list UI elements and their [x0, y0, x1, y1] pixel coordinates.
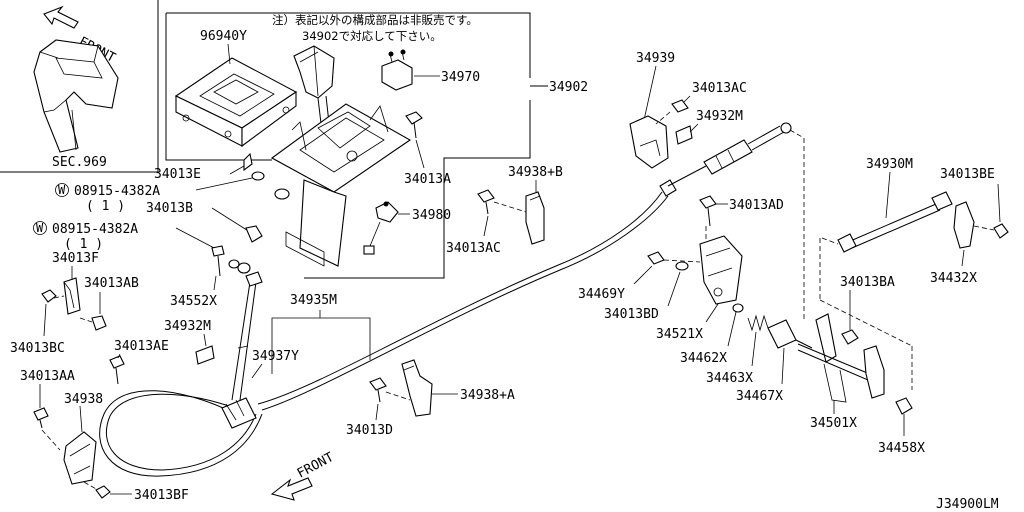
note-line-1: 注）表記以外の構成部品は非販売です。 [272, 13, 478, 27]
bracket-34938-part [63, 431, 97, 485]
label-34980: 34980 [412, 208, 451, 223]
label-34938b: 34938+B [508, 165, 563, 180]
control-cable-34935m-part [99, 191, 669, 477]
sec-969-label: SEC.969 [52, 155, 107, 170]
bolt-34013aa-icon [33, 407, 49, 429]
bracket-34939-part [629, 115, 669, 169]
clip-34013e-icon [243, 152, 253, 172]
label-34013ab: 34013AB [84, 276, 139, 291]
bracket-34938b-part [525, 191, 545, 245]
bolt-34013a-icon [405, 111, 423, 139]
qty-08915-lower: ( 1 ) [64, 237, 103, 252]
nut-34013bf-icon [95, 485, 111, 499]
washer-symbol-lower-icon [33, 221, 47, 235]
nut-34013be-icon [993, 223, 1009, 239]
bolt-34013ac-mid-icon [477, 189, 495, 215]
bracket-34432x-part [953, 201, 975, 249]
bracket-34521x-part [699, 235, 743, 305]
label-34013aa: 34013AA [20, 369, 75, 384]
bracket-34938a-part [401, 359, 433, 417]
front-arrow-top-icon [43, 5, 79, 29]
label-34930m: 34930M [866, 157, 913, 172]
control-rod-34930m-part [837, 191, 953, 253]
bolt-34013d-icon [369, 377, 387, 403]
label-08915-lower: 08915-4382A [52, 222, 138, 237]
label-34013f: 34013F [52, 251, 99, 266]
bolt-34013ab-icon [79, 315, 107, 331]
label-34902: 34902 [549, 80, 588, 95]
connector-34970-part [381, 49, 413, 91]
spring-34463x-icon [747, 314, 769, 332]
label-34013ae: 34013AE [114, 339, 169, 354]
label-34935m: 34935M [290, 293, 337, 308]
nut-34469y-icon [647, 251, 689, 271]
bushing-34467x-icon [767, 319, 813, 349]
label-34013d: 34013D [346, 423, 393, 438]
label-34013b: 34013B [146, 201, 193, 216]
front-arrow-bottom-icon [270, 477, 313, 501]
label-34938: 34938 [64, 392, 103, 407]
label-34937y: 34937Y [252, 349, 299, 364]
label-34932m-top: 34932M [696, 109, 743, 124]
label-34501x: 34501X [810, 416, 857, 431]
diagram-id: J34900LM [936, 497, 999, 512]
label-34013bd: 34013BD [604, 307, 659, 322]
washer-w-upper: W [58, 183, 66, 197]
label-34013e: 34013E [154, 167, 201, 182]
note-line-2: 34902で対応して下さい。 [302, 29, 442, 43]
washer-upper-icon [251, 171, 265, 181]
control-base-part [270, 103, 412, 267]
label-34013ac-mid: 34013AC [446, 241, 501, 256]
shift-lever-part [293, 45, 335, 133]
label-34013a: 34013A [404, 172, 451, 187]
washer-34462x-icon [732, 303, 744, 313]
bolt-34013ae-icon [109, 355, 125, 385]
clip-34932m-left-icon [195, 345, 215, 365]
grommet-icon [274, 188, 290, 200]
label-34013bf: 34013BF [134, 488, 189, 503]
label-34013be: 34013BE [940, 167, 995, 182]
nut-34458x-icon [895, 397, 913, 415]
qty-08915-upper: ( 1 ) [86, 199, 125, 214]
label-34013ad: 34013AD [729, 198, 784, 213]
label-34970: 34970 [441, 70, 480, 85]
label-34432x: 34432X [930, 271, 977, 286]
label-34939: 34939 [636, 51, 675, 66]
label-34932m-left: 34932M [164, 319, 211, 334]
indicator-panel-part [174, 57, 298, 148]
label-08915-upper: 08915-4382A [74, 184, 160, 199]
washer-symbol-upper-icon [55, 183, 69, 197]
nut-34013ba-icon [841, 329, 859, 345]
cable-end-part [659, 122, 792, 197]
clip-34932m-top-icon [675, 125, 693, 145]
label-34013bc: 34013BC [10, 341, 65, 356]
control-device-assembly-frame: 34902 注）表記以外の構成部品は非販売です。 34902で対応して下さい。 [165, 12, 588, 279]
label-34467x: 34467X [736, 389, 783, 404]
console-finisher-inset: FRONT SEC.969 [0, 0, 159, 173]
washer-w-lower: W [36, 221, 44, 235]
lever-34501x-part [797, 313, 885, 403]
switch-34980-part [363, 201, 399, 255]
label-96940y: 96940Y [200, 29, 247, 44]
label-34013ac-top: 34013AC [692, 81, 747, 96]
nut-34013bc-icon [41, 289, 57, 303]
label-34521x: 34521X [656, 327, 703, 342]
label-34463x: 34463X [706, 371, 753, 386]
console-finisher-part [33, 39, 119, 153]
clip-34013b-icon [245, 225, 263, 243]
label-34469y: 34469Y [578, 287, 625, 302]
label-34462x: 34462X [680, 351, 727, 366]
bolt-34552x-icon [211, 245, 251, 277]
label-34013ba: 34013BA [840, 275, 895, 290]
bolt-34013ad-icon [699, 195, 717, 227]
front-bottom-label: FRONT [295, 450, 337, 482]
label-34938a: 34938+A [460, 388, 515, 403]
label-34552x: 34552X [170, 294, 217, 309]
bracket-34013f-part [63, 277, 81, 315]
label-34458x: 34458X [878, 441, 925, 456]
bolt-34013ac-top-icon [671, 99, 689, 113]
